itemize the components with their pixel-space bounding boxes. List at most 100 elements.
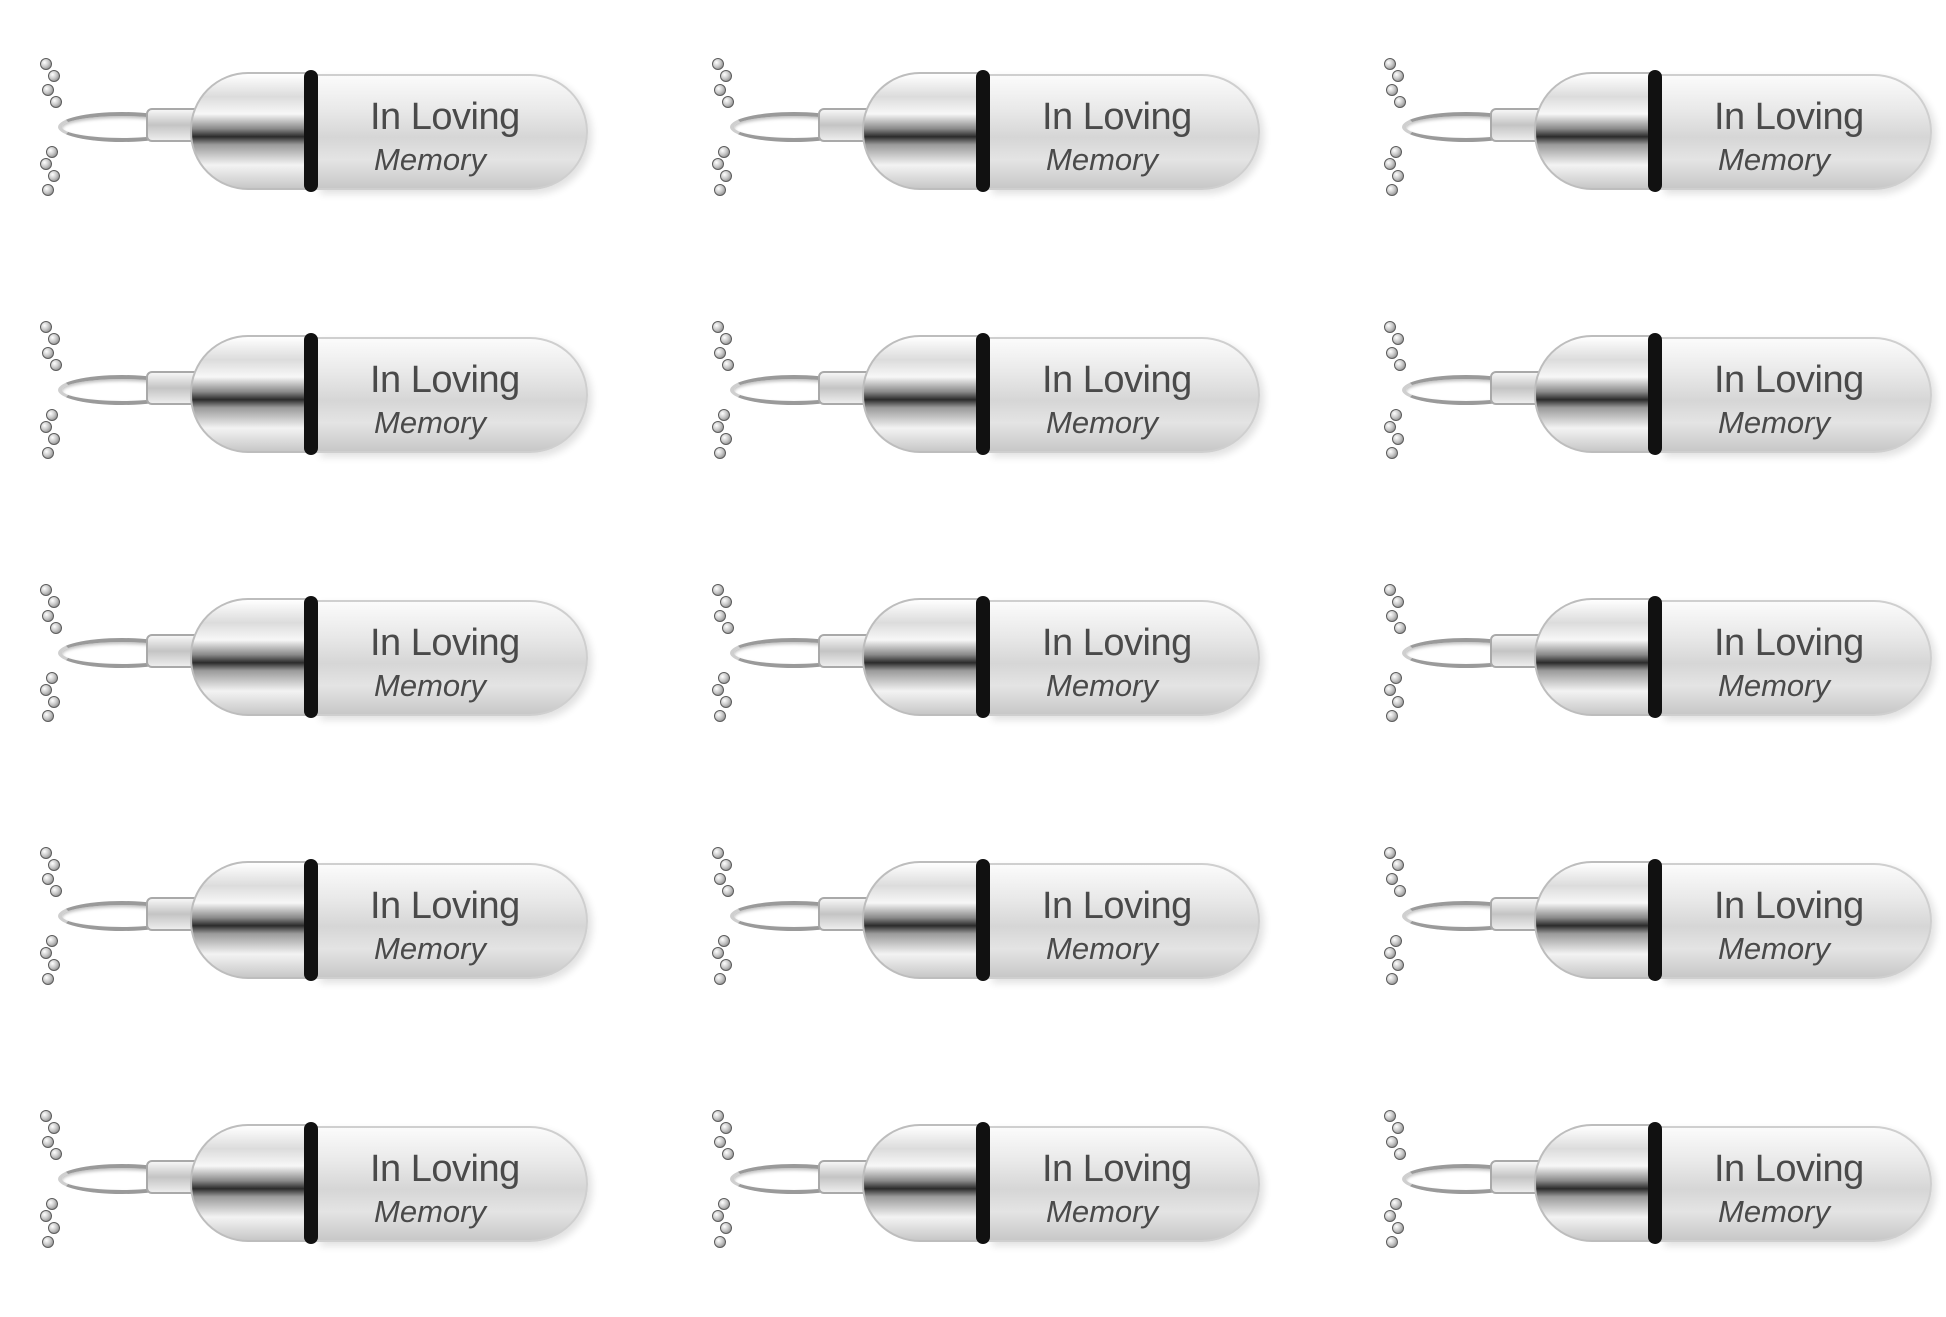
chain [1380, 313, 1410, 463]
chain-bead [48, 70, 60, 82]
engraving-line-1: In Loving [1042, 96, 1192, 138]
chain-bead [1392, 959, 1404, 971]
chain-bead [714, 610, 726, 622]
chain-bead [712, 584, 724, 596]
chain-bead [50, 1148, 62, 1160]
engraving-line-2: Memory [374, 668, 486, 703]
o-ring [1648, 859, 1662, 981]
pendant-image: In Loving Memory [702, 313, 1262, 463]
chain-bead [1386, 84, 1398, 96]
capsule-cap [862, 598, 982, 716]
chain-bead [714, 447, 726, 459]
chain-bead [718, 672, 730, 684]
chain-bead [42, 1236, 54, 1248]
chain [36, 50, 66, 200]
chain-bead [712, 1110, 724, 1122]
chain-bead [1384, 684, 1396, 696]
chain-bead [40, 684, 52, 696]
chain-bead [42, 84, 54, 96]
capsule-body [988, 863, 1260, 979]
chain-bead [50, 359, 62, 371]
capsule-body [988, 74, 1260, 190]
chain-bead [722, 622, 734, 634]
capsule-body [316, 74, 588, 190]
pendant-image: In Loving Memory [30, 1102, 590, 1252]
pendant-image: In Loving Memory [702, 839, 1262, 989]
engraving-line-2: Memory [374, 405, 486, 440]
engraving-line-1: In Loving [1042, 359, 1192, 401]
engraving-line-2: Memory [374, 1194, 486, 1229]
chain [1380, 1102, 1410, 1252]
capsule-body [988, 600, 1260, 716]
chain-bead [714, 1236, 726, 1248]
pendant-image: In Loving Memory [1374, 576, 1934, 726]
chain-bead [1394, 359, 1406, 371]
pendant-image: In Loving Memory [702, 50, 1262, 200]
chain-bead [720, 433, 732, 445]
chain-bead [714, 347, 726, 359]
chain [36, 1102, 66, 1252]
chain-bead [1384, 58, 1396, 70]
engraving-line-1: In Loving [1714, 96, 1864, 138]
chain-bead [718, 409, 730, 421]
chain-bead [50, 622, 62, 634]
chain-bead [1394, 885, 1406, 897]
engraving-line-2: Memory [1718, 142, 1830, 177]
o-ring [976, 333, 990, 455]
capsule-body [1660, 863, 1932, 979]
chain-bead [1386, 710, 1398, 722]
chain-bead [712, 1210, 724, 1222]
chain-bead [48, 596, 60, 608]
chain [36, 313, 66, 463]
chain-bead [1384, 158, 1396, 170]
chain-bead [712, 58, 724, 70]
capsule-cap [1534, 335, 1654, 453]
chain-bead [1386, 184, 1398, 196]
pendant-image: In Loving Memory [30, 576, 590, 726]
capsule-cap [190, 335, 310, 453]
chain-bead [40, 158, 52, 170]
o-ring [304, 333, 318, 455]
chain-bead [722, 359, 734, 371]
pendant-image: In Loving Memory [1374, 50, 1934, 200]
chain-bead [40, 421, 52, 433]
chain [708, 839, 738, 989]
o-ring [1648, 70, 1662, 192]
chain-bead [40, 58, 52, 70]
o-ring [1648, 333, 1662, 455]
capsule-cap [190, 598, 310, 716]
chain-bead [720, 70, 732, 82]
chain [36, 576, 66, 726]
chain-bead [714, 84, 726, 96]
chain-bead [722, 885, 734, 897]
chain-bead [40, 1110, 52, 1122]
engraving-line-1: In Loving [1042, 1148, 1192, 1190]
chain-bead [1392, 170, 1404, 182]
chain-bead [1390, 935, 1402, 947]
capsule-cap [190, 72, 310, 190]
chain-bead [46, 672, 58, 684]
engraving-line-1: In Loving [370, 885, 520, 927]
chain-bead [712, 321, 724, 333]
chain [1380, 576, 1410, 726]
chain-bead [46, 409, 58, 421]
chain-bead [48, 1122, 60, 1134]
chain-bead [1384, 584, 1396, 596]
engraving-line-1: In Loving [1042, 622, 1192, 664]
chain-bead [46, 1198, 58, 1210]
engraving-line-1: In Loving [1714, 1148, 1864, 1190]
chain-bead [1390, 409, 1402, 421]
chain-bead [1392, 696, 1404, 708]
chain-bead [1384, 321, 1396, 333]
pendant-image: In Loving Memory [1374, 1102, 1934, 1252]
chain-bead [720, 333, 732, 345]
capsule-body [316, 337, 588, 453]
engraving-line-1: In Loving [1714, 359, 1864, 401]
chain-bead [48, 333, 60, 345]
chain-bead [48, 959, 60, 971]
chain-bead [1386, 347, 1398, 359]
pendant-image: In Loving Memory [1374, 839, 1934, 989]
chain-bead [1392, 70, 1404, 82]
chain-bead [720, 696, 732, 708]
